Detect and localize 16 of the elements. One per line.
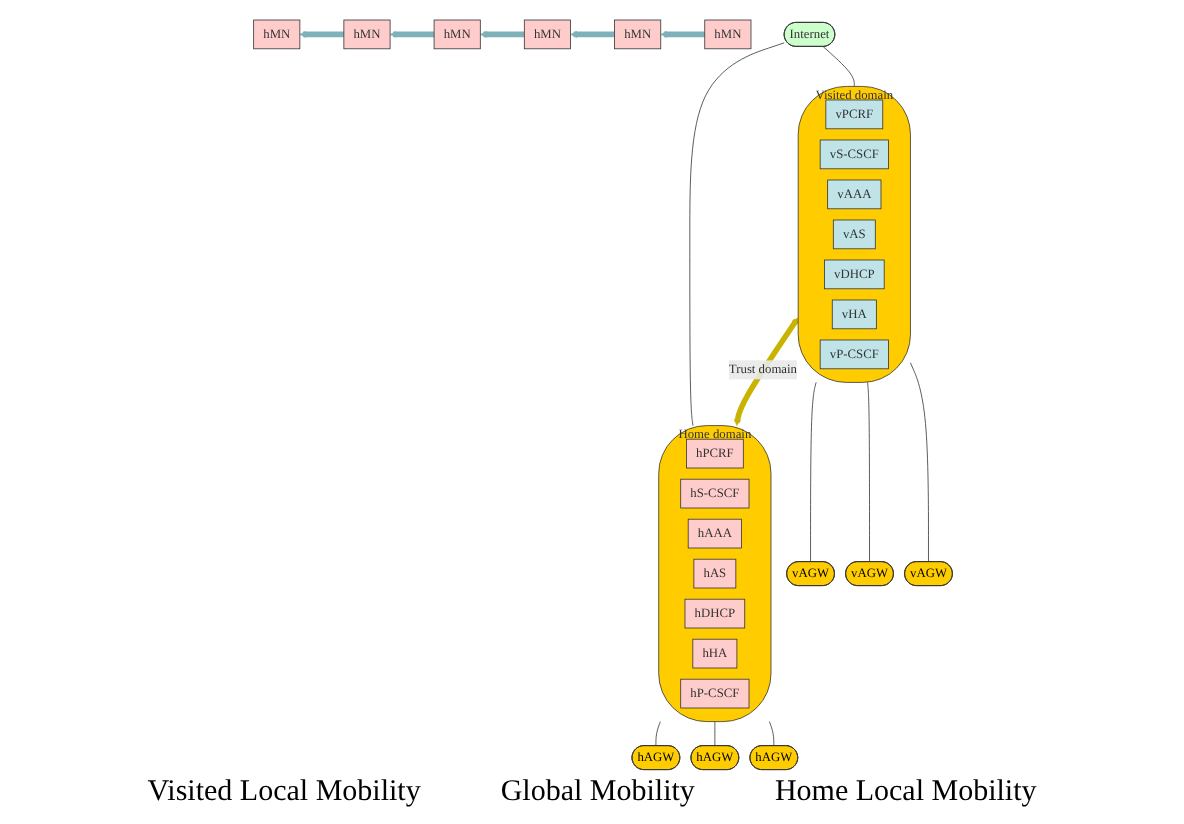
connector	[867, 382, 870, 562]
arrow	[389, 30, 435, 38]
caption-text: Home Local Mobility	[774, 776, 1037, 812]
arrow	[299, 30, 344, 38]
connector	[910, 362, 929, 562]
connector	[655, 721, 661, 746]
connector	[714, 721, 716, 746]
arrow	[480, 30, 525, 38]
connector	[769, 721, 775, 746]
connector	[689, 42, 785, 426]
caption-text: Visited Local Mobility	[147, 776, 421, 812]
connector	[822, 46, 855, 87]
caption-text: Global Mobility	[500, 776, 695, 812]
connector	[810, 382, 817, 562]
arrow	[570, 30, 615, 38]
arrow	[660, 30, 705, 38]
